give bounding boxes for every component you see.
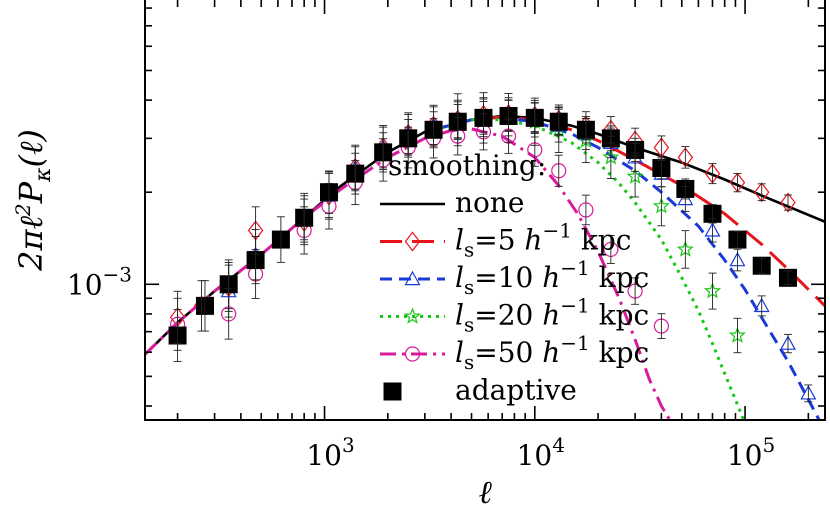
series-4-errorbar — [657, 313, 666, 339]
x-axis-label: ℓ — [478, 473, 492, 511]
series-5-errorbar — [733, 230, 742, 249]
series-3-errorbar — [631, 155, 640, 198]
legend-entry: none — [380, 186, 525, 219]
series-2-errorbar — [783, 333, 792, 354]
legend-swatch-marker — [404, 231, 421, 252]
series-4-errorbar — [606, 234, 615, 264]
series-5-errorbar — [530, 102, 539, 134]
legend-label: adaptive — [455, 374, 577, 407]
legend-entry: ls=10 h−1 kpc — [380, 256, 649, 299]
series-1-point — [753, 182, 770, 203]
series-5-errorbar — [173, 309, 182, 362]
series-5-errorbar — [581, 116, 590, 144]
series-3-errorbar — [708, 272, 717, 310]
series-5-errorbar — [708, 204, 717, 224]
series-5-errorbar — [224, 259, 233, 310]
series-2-errorbar — [757, 295, 766, 317]
series-3-errorbar — [681, 230, 690, 269]
tick-layer: 103 104 105 10−3 — [67, 0, 825, 472]
legend-entry: adaptive — [383, 374, 577, 407]
legend-label: ls=20 h−1 kpc — [455, 294, 649, 337]
legend-entry: ls=20 h−1 kpc — [380, 294, 649, 337]
y-tick-label: 10−3 — [67, 262, 132, 301]
series-1-errorbar — [708, 163, 717, 185]
series-1-line — [424, 115, 825, 307]
series-5-errorbar — [453, 104, 462, 140]
series-5-errorbar — [276, 216, 285, 263]
legend-swatch-marker — [403, 307, 422, 324]
legend-label: ls=5 h−1 kpc — [455, 219, 631, 262]
series-5-errorbar — [379, 132, 388, 173]
series-1-errorbar — [757, 183, 766, 202]
series-5-errorbar — [479, 101, 488, 135]
x-tick-label: 104 — [517, 433, 565, 472]
legend-label: ls=50 h−1 kpc — [455, 331, 649, 374]
series-5-errorbar — [554, 107, 563, 137]
legend-entry: ls=5 h−1 kpc — [380, 219, 631, 262]
legend-swatch-marker — [404, 270, 421, 286]
legend-swatch-marker — [404, 346, 421, 362]
series-4-errorbar — [581, 194, 590, 226]
series-5-errorbar — [757, 257, 766, 274]
series-5-errorbar — [351, 152, 360, 195]
series-5-errorbar — [429, 111, 438, 149]
plot-frame — [144, 0, 826, 421]
series-5-errorbar — [300, 195, 309, 241]
x-tick-label: 105 — [727, 433, 775, 472]
legend-entry: ls=50 h−1 kpc — [380, 331, 649, 374]
series-5-errorbar — [783, 270, 792, 286]
legend-label: none — [455, 186, 525, 219]
legend-title: smoothing: — [388, 149, 546, 182]
errorbar-layer — [173, 92, 813, 403]
series-3-errorbar — [657, 186, 666, 227]
series-1-errorbar — [783, 194, 792, 211]
series-5-errorbar — [606, 125, 615, 152]
series-3-errorbar — [733, 317, 742, 354]
series-4-line — [145, 127, 672, 420]
series-5-errorbar — [631, 137, 640, 162]
series-5-errorbar — [657, 156, 666, 180]
legend-label: ls=10 h−1 kpc — [455, 256, 649, 299]
x-tick-label: 103 — [306, 433, 354, 472]
series-4-errorbar — [554, 154, 563, 187]
series-layer — [145, 104, 825, 420]
axis-labels: ℓ 2πℓ2Pκ(ℓ) — [11, 129, 492, 511]
series-5-errorbar — [324, 170, 333, 214]
series-5-errorbar — [681, 178, 690, 200]
series-5-errorbar — [251, 236, 260, 285]
series-1-errorbar — [733, 172, 742, 193]
series-2-errorbar — [804, 384, 813, 403]
series-4-errorbar — [631, 277, 640, 305]
series-1-errorbar — [681, 146, 690, 169]
series-1-point — [780, 192, 796, 213]
series-5-errorbar — [200, 280, 209, 332]
y-axis-label: 2πℓ2Pκ(ℓ) — [11, 129, 56, 272]
series-5-errorbar — [404, 119, 413, 158]
legend-swatch-marker — [383, 382, 402, 401]
series-5-errorbar — [504, 99, 513, 133]
series-2-errorbar — [733, 248, 742, 272]
series-4-errorbar — [530, 133, 539, 167]
